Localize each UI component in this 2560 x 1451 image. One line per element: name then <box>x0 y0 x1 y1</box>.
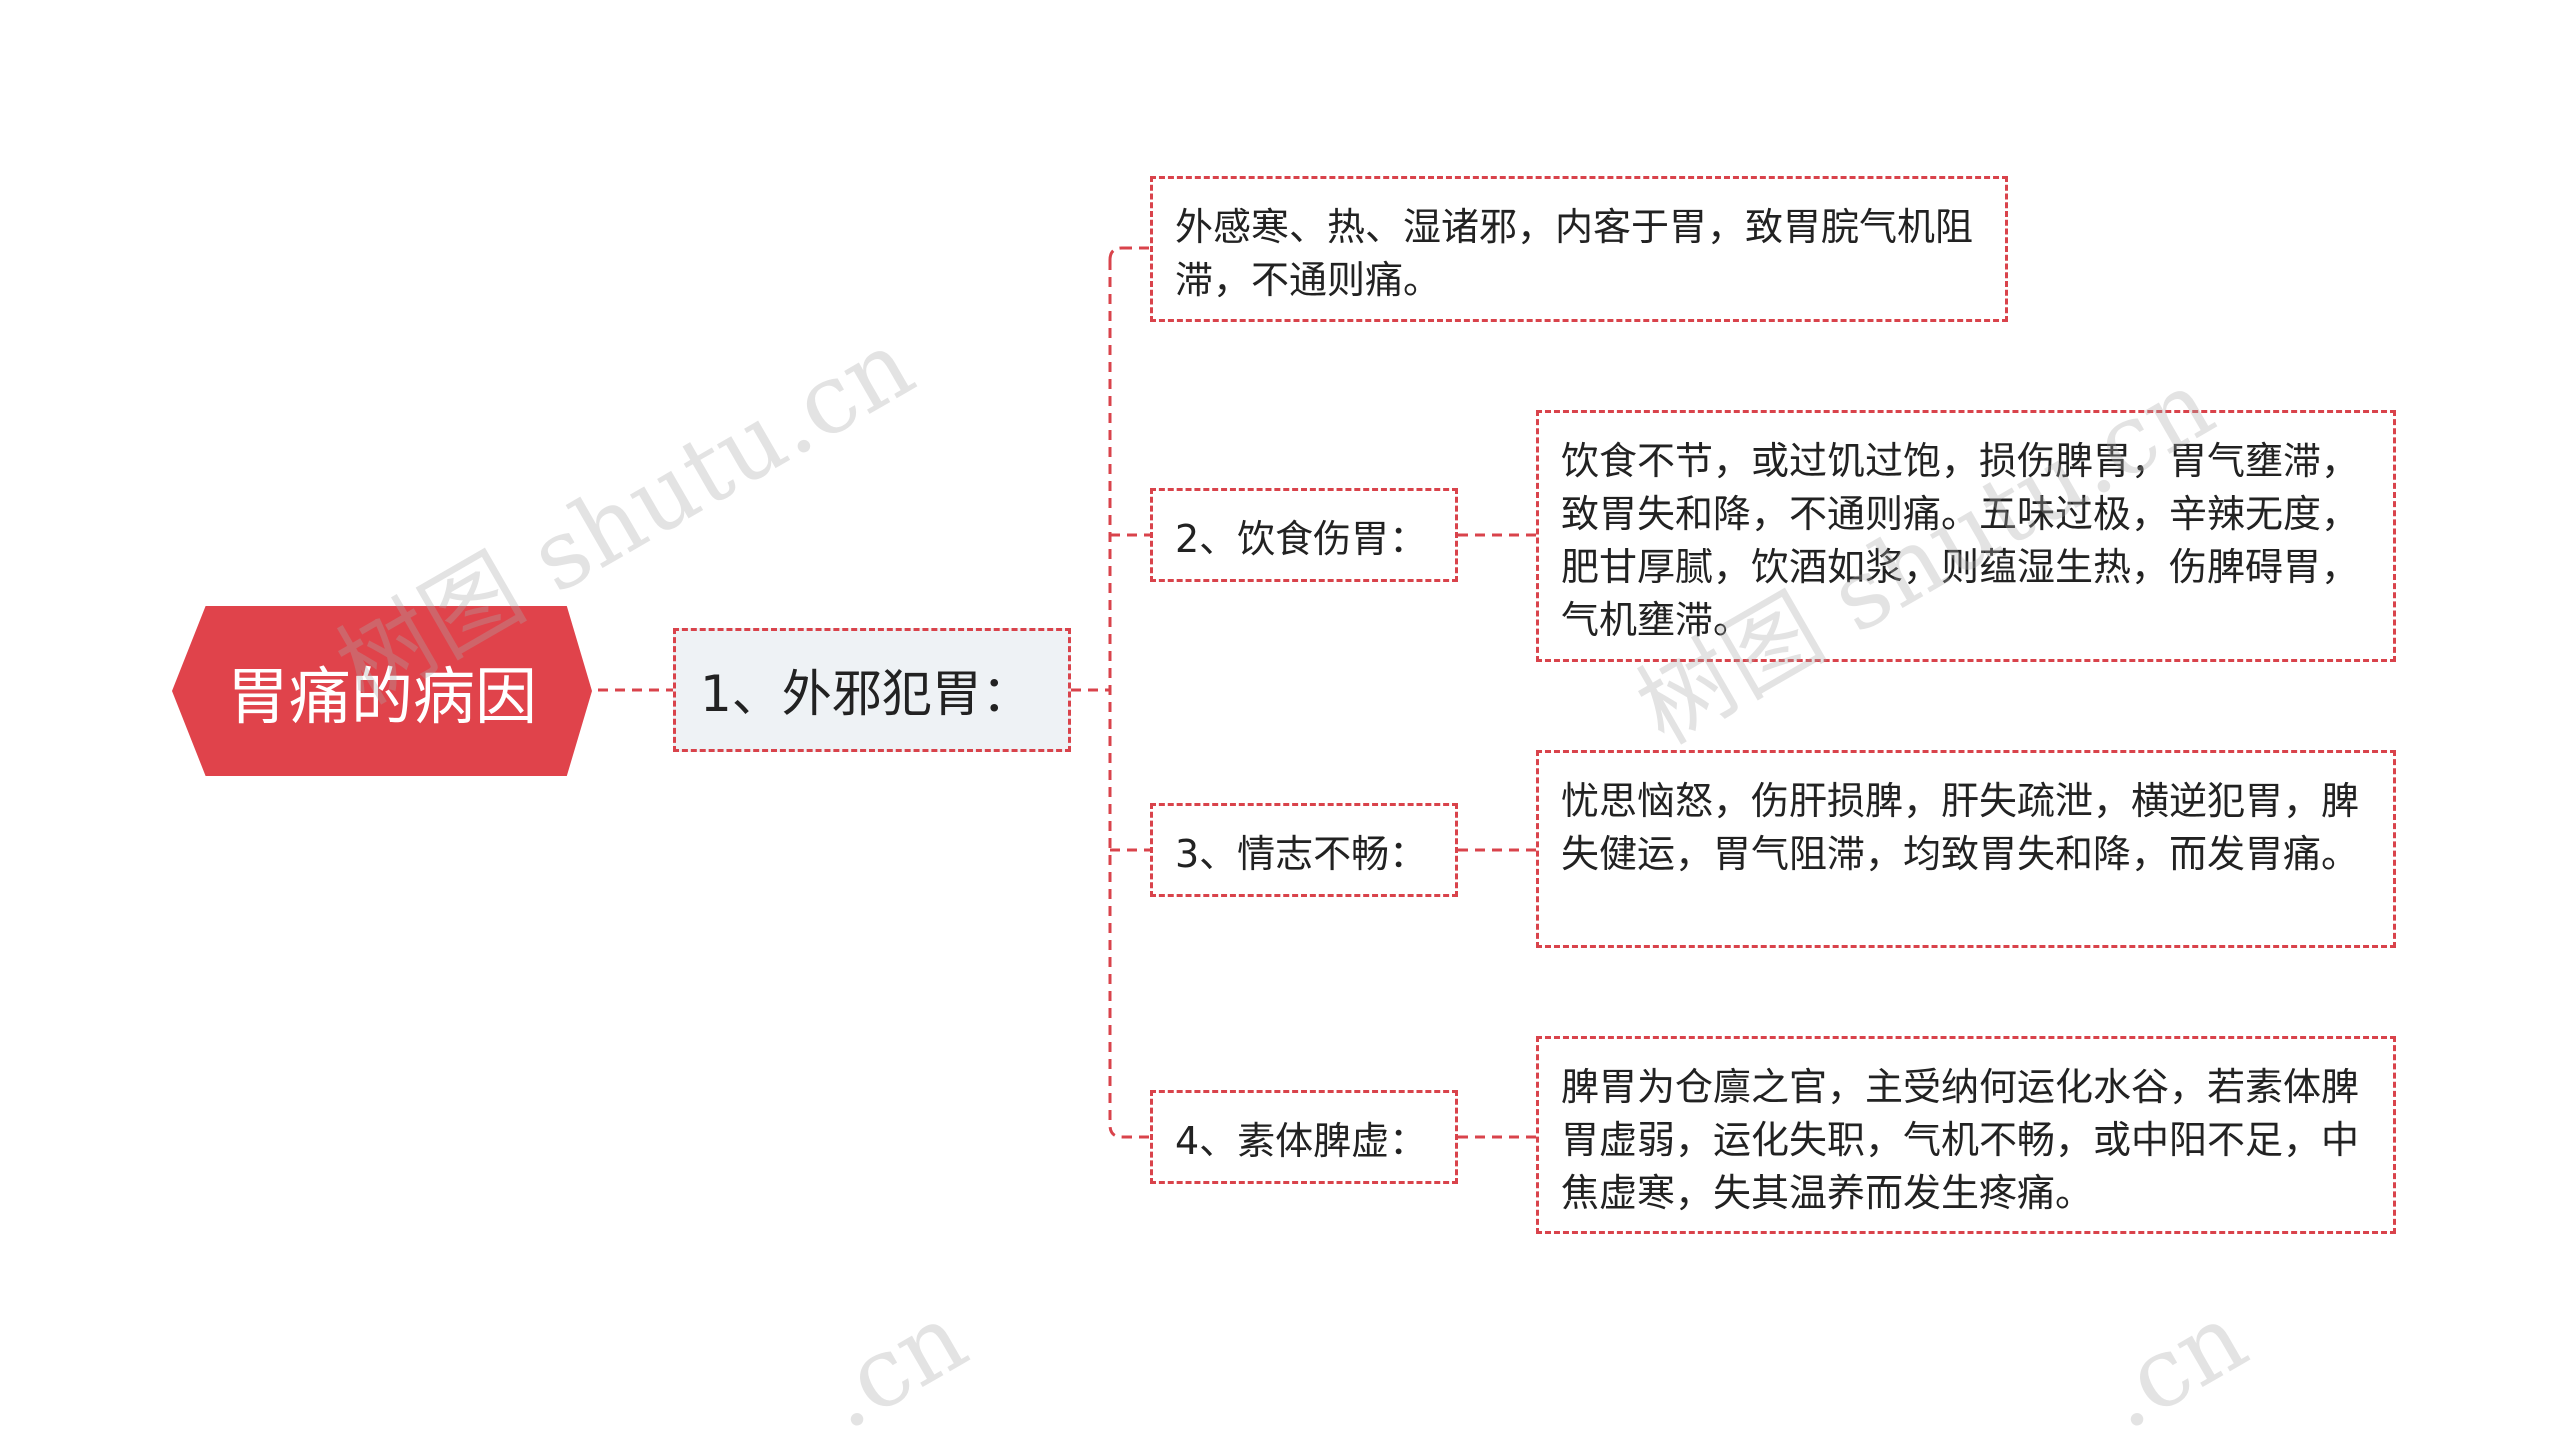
branch-4-detail-node[interactable]: 脾胃为仓廪之官，主受纳何运化水谷，若素体脾胃虚弱，运化失职，气机不畅，或中阳不足… <box>1536 1036 2396 1234</box>
root-topic[interactable]: 胃痛的病因 <box>172 606 592 776</box>
connector-lines <box>598 246 1536 1139</box>
branch-3-detail-node[interactable]: 忧思恼怒，伤肝损脾，肝失疏泄，横逆犯胃，脾失健运，胃气阻滞，均致胃失和降，而发胃… <box>1536 750 2396 948</box>
branch-3-label: 3、情志不畅： <box>1175 831 1428 876</box>
mind-map: 胃痛的病因 1、外邪犯胃： 外感寒、热、湿诸邪，内客于胃，致胃脘气机阻滞，不通则… <box>172 176 2396 1451</box>
branch-2-detail-node[interactable]: 饮食不节，或过饥过饱，损伤脾胃，胃气壅滞，致胃失和降，不通则痛。五味过极，辛辣无… <box>1536 410 2396 662</box>
branch-4-node[interactable]: 4、素体脾虚： <box>1150 1090 1458 1184</box>
branch-3-detail-text: 忧思恼怒，伤肝损脾，肝失疏泄，横逆犯胃，脾失健运，胃气阻滞，均致胃失和降，而发胃… <box>1561 779 2360 876</box>
level1-topic-label: 1、外邪犯胃： <box>700 665 1032 723</box>
branch-4-detail-text: 脾胃为仓廪之官，主受纳何运化水谷，若素体脾胃虚弱，运化失职，气机不畅，或中阳不足… <box>1561 1065 2360 1215</box>
branch-3-node[interactable]: 3、情志不畅： <box>1150 803 1458 897</box>
branch-2-label: 2、饮食伤胃： <box>1175 516 1428 561</box>
level1-topic[interactable]: 1、外邪犯胃： <box>673 628 1071 752</box>
branch-1-node[interactable]: 外感寒、热、湿诸邪，内客于胃，致胃脘气机阻滞，不通则痛。 <box>1150 176 2008 322</box>
branch-2-detail-text: 饮食不节，或过饥过饱，损伤脾胃，胃气壅滞，致胃失和降，不通则痛。五味过极，辛辣无… <box>1561 439 2360 642</box>
branch-4-label: 4、素体脾虚： <box>1175 1118 1428 1163</box>
root-topic-label: 胃痛的病因 <box>226 660 537 733</box>
branch-1-label: 外感寒、热、湿诸邪，内客于胃，致胃脘气机阻滞，不通则痛。 <box>1175 205 1974 302</box>
branch-2-node[interactable]: 2、饮食伤胃： <box>1150 488 1458 582</box>
connector-trunk-vertical <box>1108 246 1123 1139</box>
